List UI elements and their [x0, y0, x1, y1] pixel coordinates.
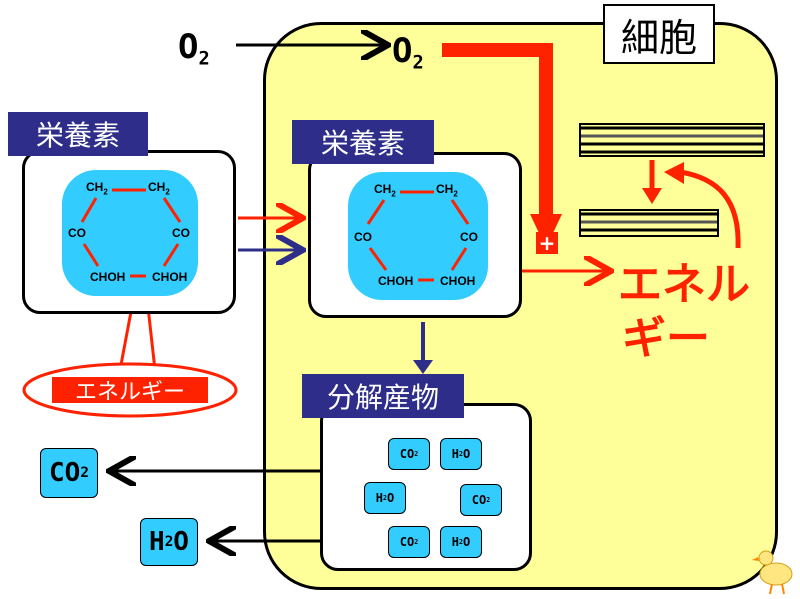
products-label: 分解産物: [302, 374, 464, 418]
atp-molecule-top: [579, 123, 765, 157]
plus-sign: +: [536, 232, 558, 254]
oxygen-inside-label: O2: [392, 31, 424, 74]
ring-bonds-inside: [366, 190, 470, 282]
nutrient-inside-molecule: CH2 CH2 CO CO CHOH CHOH: [348, 172, 488, 300]
ring-choh-right: CHOH: [152, 270, 188, 284]
ring-ch2-right: CH2: [436, 182, 458, 199]
ring-ch2-right: CH2: [148, 180, 170, 197]
energy-output-line2: ギー: [622, 312, 710, 364]
nutrient-inside-label: 栄養素: [292, 120, 434, 164]
ring-choh-left: CHOH: [90, 270, 126, 284]
cell-label: 細胞: [603, 4, 715, 64]
ring-ch2-left: CH2: [374, 182, 396, 199]
ring-ch2-left: CH2: [86, 180, 108, 197]
energy-output-line1: エネル: [618, 259, 750, 310]
ring-co-left: CO: [354, 230, 372, 244]
atp-cycle-arrowhead-right: [664, 162, 684, 184]
nutrient-outside-label: 栄養素: [8, 112, 148, 156]
ring-bonds-outside: [80, 188, 182, 278]
nutrient-outside-molecule: CH2 CH2 CO CO CHOH CHOH: [62, 170, 198, 296]
oxygen-red-arrowhead: [530, 214, 562, 248]
energy-output-label: エネル ギー: [618, 258, 750, 365]
ring-co-right: CO: [460, 230, 478, 244]
oxygen-red-path: [442, 43, 553, 214]
atp-cycle-arrow-right: [679, 169, 741, 249]
ring-co-right: CO: [172, 226, 190, 240]
ring-choh-left: CHOH: [378, 274, 414, 288]
atp-cycle-arrowhead-down: [642, 188, 662, 204]
ring-choh-right: CHOH: [440, 274, 476, 288]
energy-bond-label: エネルギー: [52, 377, 208, 405]
decomposition-arrowhead: [413, 360, 433, 374]
oxygen-outside-label: O2: [178, 27, 210, 70]
atp-molecule-bottom: [579, 209, 719, 237]
ring-co-left: CO: [68, 226, 86, 240]
